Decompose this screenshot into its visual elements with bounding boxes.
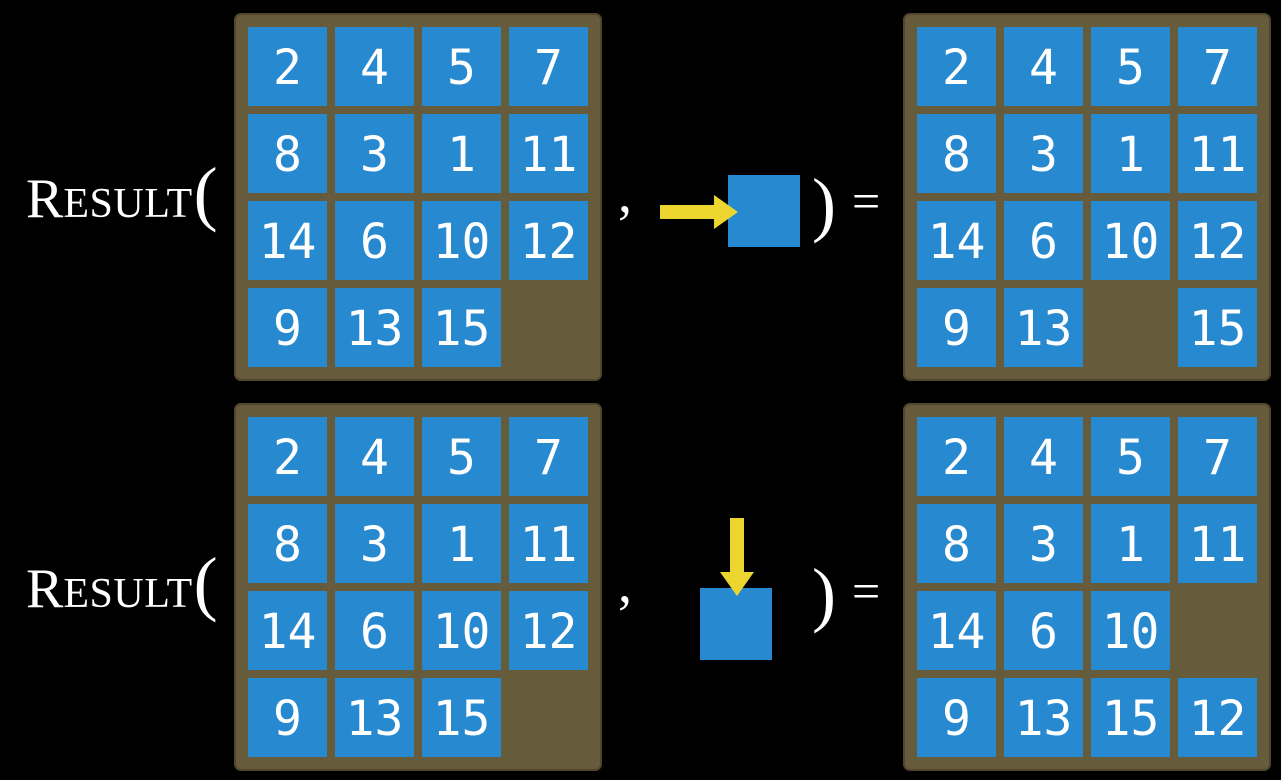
blank-cell [509, 678, 588, 757]
puzzle-tile: 4 [1004, 417, 1083, 496]
puzzle-tile: 7 [1178, 417, 1257, 496]
puzzle-tile: 9 [248, 678, 327, 757]
puzzle-tile: 6 [1004, 591, 1083, 670]
puzzle-tile: 10 [422, 201, 501, 280]
puzzle-tile: 1 [1091, 114, 1170, 193]
blank-cell [1178, 591, 1257, 670]
close-paren: ) [812, 554, 836, 634]
open-paren: ( [193, 153, 218, 233]
puzzle-tile: 4 [335, 27, 414, 106]
equals-sign: = [851, 563, 881, 619]
puzzle-tile: 9 [248, 288, 327, 367]
down-arrow-icon [720, 518, 754, 596]
function-name-initial: R [26, 558, 64, 620]
puzzle-tile: 14 [248, 201, 327, 280]
puzzle-tile: 15 [422, 288, 501, 367]
puzzle-tile: 6 [335, 201, 414, 280]
puzzle-tile: 9 [917, 678, 996, 757]
puzzle-tile: 5 [1091, 27, 1170, 106]
puzzle-tile: 8 [248, 504, 327, 583]
puzzle-tile: 8 [248, 114, 327, 193]
puzzle-tile: 10 [1091, 201, 1170, 280]
puzzle-tile: 15 [422, 678, 501, 757]
puzzle-tile: 5 [1091, 417, 1170, 496]
open-paren: ( [193, 543, 218, 623]
puzzle-tile: 14 [248, 591, 327, 670]
blank-tile-square [700, 588, 772, 660]
puzzle-tile: 7 [509, 417, 588, 496]
puzzle-tile: 12 [509, 201, 588, 280]
comma-separator: , [618, 163, 632, 225]
close-paren-equals: ) = [812, 168, 880, 240]
puzzle-tile: 4 [335, 417, 414, 496]
puzzle-tile: 6 [1004, 201, 1083, 280]
puzzle-tile: 13 [335, 288, 414, 367]
result-function-label: R ESULT ( [26, 547, 218, 619]
close-paren-equals: ) = [812, 558, 880, 630]
puzzle-tile: 14 [917, 201, 996, 280]
puzzle-tile: 13 [1004, 678, 1083, 757]
puzzle-tile: 1 [422, 114, 501, 193]
puzzle-tile: 11 [509, 504, 588, 583]
close-paren: ) [812, 164, 836, 244]
comma-separator: , [618, 553, 632, 615]
puzzle-tile: 3 [335, 504, 414, 583]
puzzle-tile: 3 [1004, 114, 1083, 193]
puzzle-tile: 1 [422, 504, 501, 583]
puzzle-tile: 8 [917, 114, 996, 193]
puzzle-tile: 11 [509, 114, 588, 193]
puzzle-tile: 4 [1004, 27, 1083, 106]
puzzle-tile: 5 [422, 417, 501, 496]
puzzle-tile: 12 [1178, 201, 1257, 280]
puzzle-tile: 15 [1091, 678, 1170, 757]
blank-cell [509, 288, 588, 367]
function-name-initial: R [26, 168, 64, 230]
right-arrow-icon [660, 195, 738, 229]
puzzle-tile: 3 [335, 114, 414, 193]
puzzle-tile: 7 [1178, 27, 1257, 106]
puzzle-tile: 10 [1091, 591, 1170, 670]
result-function-label: R ESULT ( [26, 157, 218, 229]
puzzle-tile: 12 [1178, 678, 1257, 757]
puzzle-tile: 9 [917, 288, 996, 367]
equals-sign: = [851, 173, 881, 229]
puzzle-tile: 13 [335, 678, 414, 757]
puzzle-tile: 15 [1178, 288, 1257, 367]
puzzle-tile: 2 [248, 417, 327, 496]
puzzle-tile: 6 [335, 591, 414, 670]
puzzle-tile: 12 [509, 591, 588, 670]
blank-cell [1091, 288, 1170, 367]
puzzle-tile: 2 [917, 27, 996, 106]
blank-tile-square [728, 175, 800, 247]
puzzle-tile: 3 [1004, 504, 1083, 583]
puzzle-tile: 11 [1178, 504, 1257, 583]
puzzle-tile: 5 [422, 27, 501, 106]
puzzle-tile: 2 [917, 417, 996, 496]
function-name-rest: ESULT [63, 181, 193, 227]
puzzle-tile: 13 [1004, 288, 1083, 367]
puzzle-tile: 2 [248, 27, 327, 106]
puzzle-tile: 11 [1178, 114, 1257, 193]
puzzle-tile: 10 [422, 591, 501, 670]
puzzle-tile: 14 [917, 591, 996, 670]
puzzle-tile: 1 [1091, 504, 1170, 583]
puzzle-tile: 7 [509, 27, 588, 106]
puzzle-tile: 8 [917, 504, 996, 583]
function-name-rest: ESULT [63, 571, 193, 617]
